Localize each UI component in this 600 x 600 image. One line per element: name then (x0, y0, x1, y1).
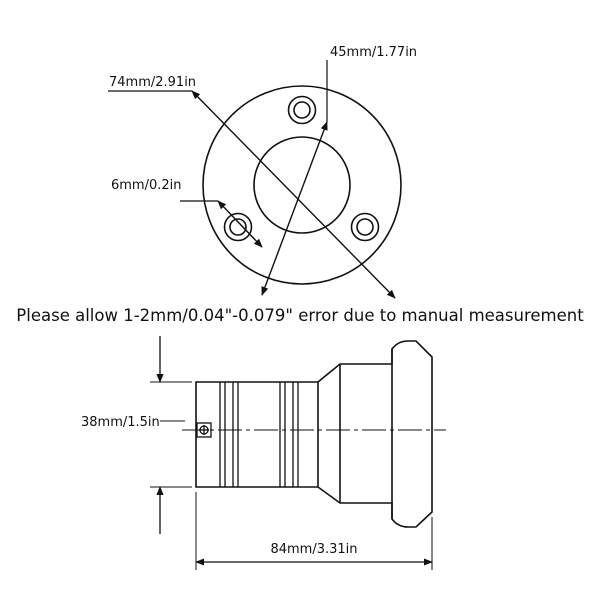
mounting-hole-right (350, 212, 380, 242)
outer-diameter-label: 74mm/2.91in (109, 75, 196, 90)
mounting-hole-top (287, 95, 317, 125)
flange-inner-circle (253, 136, 351, 234)
top-view (108, 60, 402, 299)
set-screw-symbol (196, 422, 212, 438)
side-view (150, 336, 446, 570)
mounting-hole-left (223, 212, 253, 242)
height-label: 38mm/1.5in (81, 415, 160, 430)
side-body-outline (195, 340, 433, 528)
hole-diameter-dimension-line (217, 200, 263, 248)
inner-diameter-dimension-line (261, 121, 328, 296)
hole-diameter-label: 6mm/0.2in (111, 178, 182, 193)
outer-diameter-dimension-line (191, 90, 396, 299)
inner-diameter-label: 45mm/1.77in (330, 45, 417, 60)
length-label: 84mm/3.31in (270, 542, 357, 557)
thread-grooves (219, 382, 299, 487)
measurement-error-note: Please allow 1-2mm/0.04"-0.079" error du… (16, 306, 584, 325)
flange-outer-circle (202, 85, 402, 285)
